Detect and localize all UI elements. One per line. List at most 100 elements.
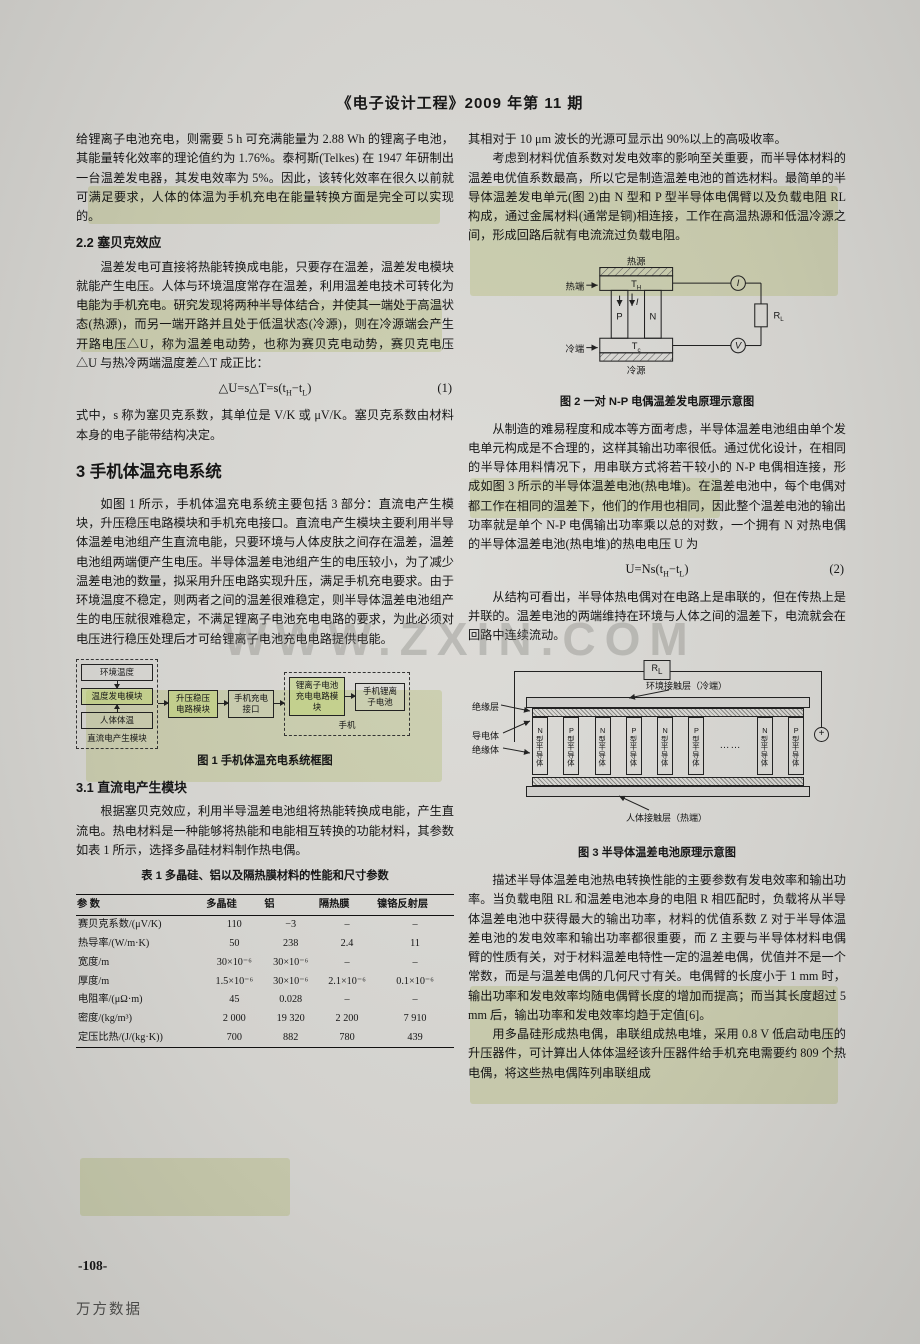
flow-box-boost-regulator: 升压稳压电路模块 (168, 689, 218, 718)
down-arrow-icon (113, 681, 120, 690)
section-2-2-heading: 2.2 塞贝克效应 (76, 235, 162, 251)
paragraph: 式中，s 称为塞贝克系数，其单位是 V/K 或 μV/K。塞贝克系数由材料本身的… (76, 408, 454, 442)
paragraph: 从制造的难易程度和成本等方面考虑，半导体温差电池组由单个发电单元构成是不合理的，… (468, 421, 846, 552)
section-3-heading: 3 手机体温充电系统 (76, 462, 222, 481)
cell: – (344, 994, 350, 1006)
cell: 0.028 (279, 994, 303, 1006)
cell: – (412, 994, 418, 1006)
p-type-column: P型半导体 (625, 717, 642, 776)
current-label: I (636, 297, 639, 307)
table-row: 赛贝克系数/(μV/K)110−3–– (76, 915, 454, 934)
page-number: -108- (78, 1258, 108, 1273)
group-label-dc-module: 直流电产生模块 (87, 733, 147, 744)
figure-3-caption: 图 3 半导体温差电池原理示意图 (578, 847, 736, 860)
cell: 110 (226, 919, 242, 931)
n-type-column: N型半导体 (532, 717, 548, 776)
table-row: 热导率/(W/m·K) 50 238 2.4 11 (76, 934, 454, 953)
col-header: 多晶硅 (205, 894, 264, 916)
figure-1-caption: 图 1 手机体温充电系统框图 (197, 754, 333, 767)
cold-junction-temp-label: Tc (632, 341, 641, 354)
table-1-materials: 参 数 多晶硅 铝 隔热膜 镍铬反射层 赛贝克系数/(μV/K)110−3–– … (76, 893, 454, 1049)
flow-box-liion-charge-circuit: 锂离子电池充电电路模块 (289, 676, 345, 717)
cell: 0.1×10⁻⁶ (396, 975, 434, 987)
journal-header: 《电子设计工程》2009 年第 11 期 (336, 95, 584, 112)
conductor-label: 导电体 (472, 731, 500, 742)
cell: 30×10⁻⁶ (273, 956, 309, 968)
paragraph: 从结构可看出，半导体热电偶对在电路上是串联的，但在传热上是并联的。温差电池的两端… (468, 589, 846, 643)
col-header: 隔热膜 (317, 894, 377, 916)
cell: 439 (407, 1031, 423, 1043)
formula-1: △U=s△T=s(tH−tL) (1) (76, 379, 454, 400)
n-leg-label: N (649, 311, 656, 321)
paragraph: 给锂离子电池充电，则需要 5 h 可充满能量为 2.88 Wh 的锂离子电池，其… (76, 132, 454, 224)
paragraph: 用多晶硅形成热电偶，串联组成热电堆，采用 0.8 V 低启动电压的升压器件，可计… (468, 1027, 846, 1080)
hot-source-label: 热源 (627, 255, 646, 266)
up-arrow-icon (113, 704, 120, 713)
flow-box-charge-port: 手机充电接口 (228, 689, 274, 718)
cell: 定压比热/(J/(kg·K)) (78, 1031, 163, 1043)
cold-end-label: 冷端 (565, 342, 584, 353)
formula-2-number: (2) (829, 562, 844, 577)
n-type-column: N型半导体 (594, 717, 611, 776)
cell: 11 (410, 937, 420, 949)
load-resistor-label: RL (773, 310, 784, 323)
phone-group: 锂离子电池充电电路模块 手机锂离子电池 手机 (284, 671, 410, 736)
cell: – (344, 919, 350, 931)
left-column: 给锂离子电池充电，则需要 5 h 可充满能量为 2.88 Wh 的锂离子电池，其… (76, 130, 454, 1049)
group-label-phone: 手机 (338, 720, 356, 731)
cell: 50 (229, 937, 240, 949)
formula-2: U=Ns(tH−tL) (2) (468, 560, 846, 581)
right-arrow-icon (345, 693, 356, 700)
semiconductor-columns: N型半导体 P型半导体 N型半导体 P型半导体 N型半导体 P型半导体 …… N… (532, 717, 804, 776)
environment-contact-plate (526, 697, 810, 709)
col-header: 参 数 (76, 894, 206, 916)
ammeter-label: I (737, 278, 740, 288)
right-arrow-icon (274, 700, 285, 707)
cell: – (344, 956, 350, 968)
hot-end-label: 热端 (565, 280, 584, 291)
body-layer-label: 人体接触层（热端） (626, 813, 708, 824)
cell: 30×10⁻⁶ (273, 975, 309, 987)
formula-1-body: △U=s△T=s(tH−tL) (218, 381, 312, 398)
cell: 赛贝克系数/(μV/K) (78, 919, 162, 931)
paragraph: 考虑到材料优值系数对发电效率的影响至关重要，而半导体材料的温差电优值系数最高，所… (468, 151, 846, 243)
cell: 2 200 (335, 1013, 359, 1025)
cell: 238 (283, 937, 299, 949)
cell: 30×10⁻⁶ (216, 956, 252, 968)
figure-3-arrows (500, 689, 670, 811)
col-header: 铝 (263, 894, 318, 916)
right-arrow-icon (218, 700, 229, 707)
cell: 1.5×10⁻⁶ (215, 975, 254, 987)
cell: 882 (283, 1031, 299, 1043)
cell: 2.4 (340, 937, 354, 949)
formula-2-body: U=Ns(tH−tL) (625, 562, 689, 579)
table-header-row: 参 数 多晶硅 铝 隔热膜 镍铬反射层 (76, 894, 454, 916)
voltmeter-label: V (735, 340, 742, 350)
ellipsis: …… (719, 740, 742, 752)
cell: 热导率/(W/m·K) (78, 937, 150, 949)
p-type-column: P型半导体 (788, 717, 804, 776)
table-1-caption: 表 1 多晶硅、铝以及隔热膜材料的性能和尺寸参数 (141, 870, 389, 883)
cell: 厚度/m (78, 975, 110, 987)
insulation-label: 绝缘层 (472, 702, 500, 713)
flow-box-phone-battery: 手机锂离子电池 (355, 682, 405, 711)
cell: 700 (226, 1031, 242, 1043)
flow-box-env-temp: 环境温度 (81, 663, 153, 682)
formula-1-number: (1) (437, 381, 452, 396)
p-leg-label: P (616, 311, 622, 321)
figure-1-flowchart: 环境温度 温度发电模块 人体体温 直流电产生模块 升压稳压电路模块 手机充电接口… (76, 658, 454, 749)
hot-junction-temp-label: TH (631, 278, 641, 291)
environment-layer-label: 环境接触层（冷端） (646, 681, 728, 692)
cell: 7 910 (403, 1013, 427, 1025)
section-3-1-heading: 3.1 直流电产生模块 (76, 780, 187, 796)
insulation-layer-top (532, 708, 804, 718)
paragraph: 如图 1 所示，手机体温充电系统主要包括 3 部分：直流电产生模块，升压稳压电路… (76, 496, 454, 646)
cell: 2 000 (222, 1013, 246, 1025)
cell: −3 (285, 919, 297, 931)
figure-3-thermopile-diagram: RL + N型半导体 P型半导体 N型半导体 P型半导体 N型半导体 P型半导体… (468, 653, 846, 841)
